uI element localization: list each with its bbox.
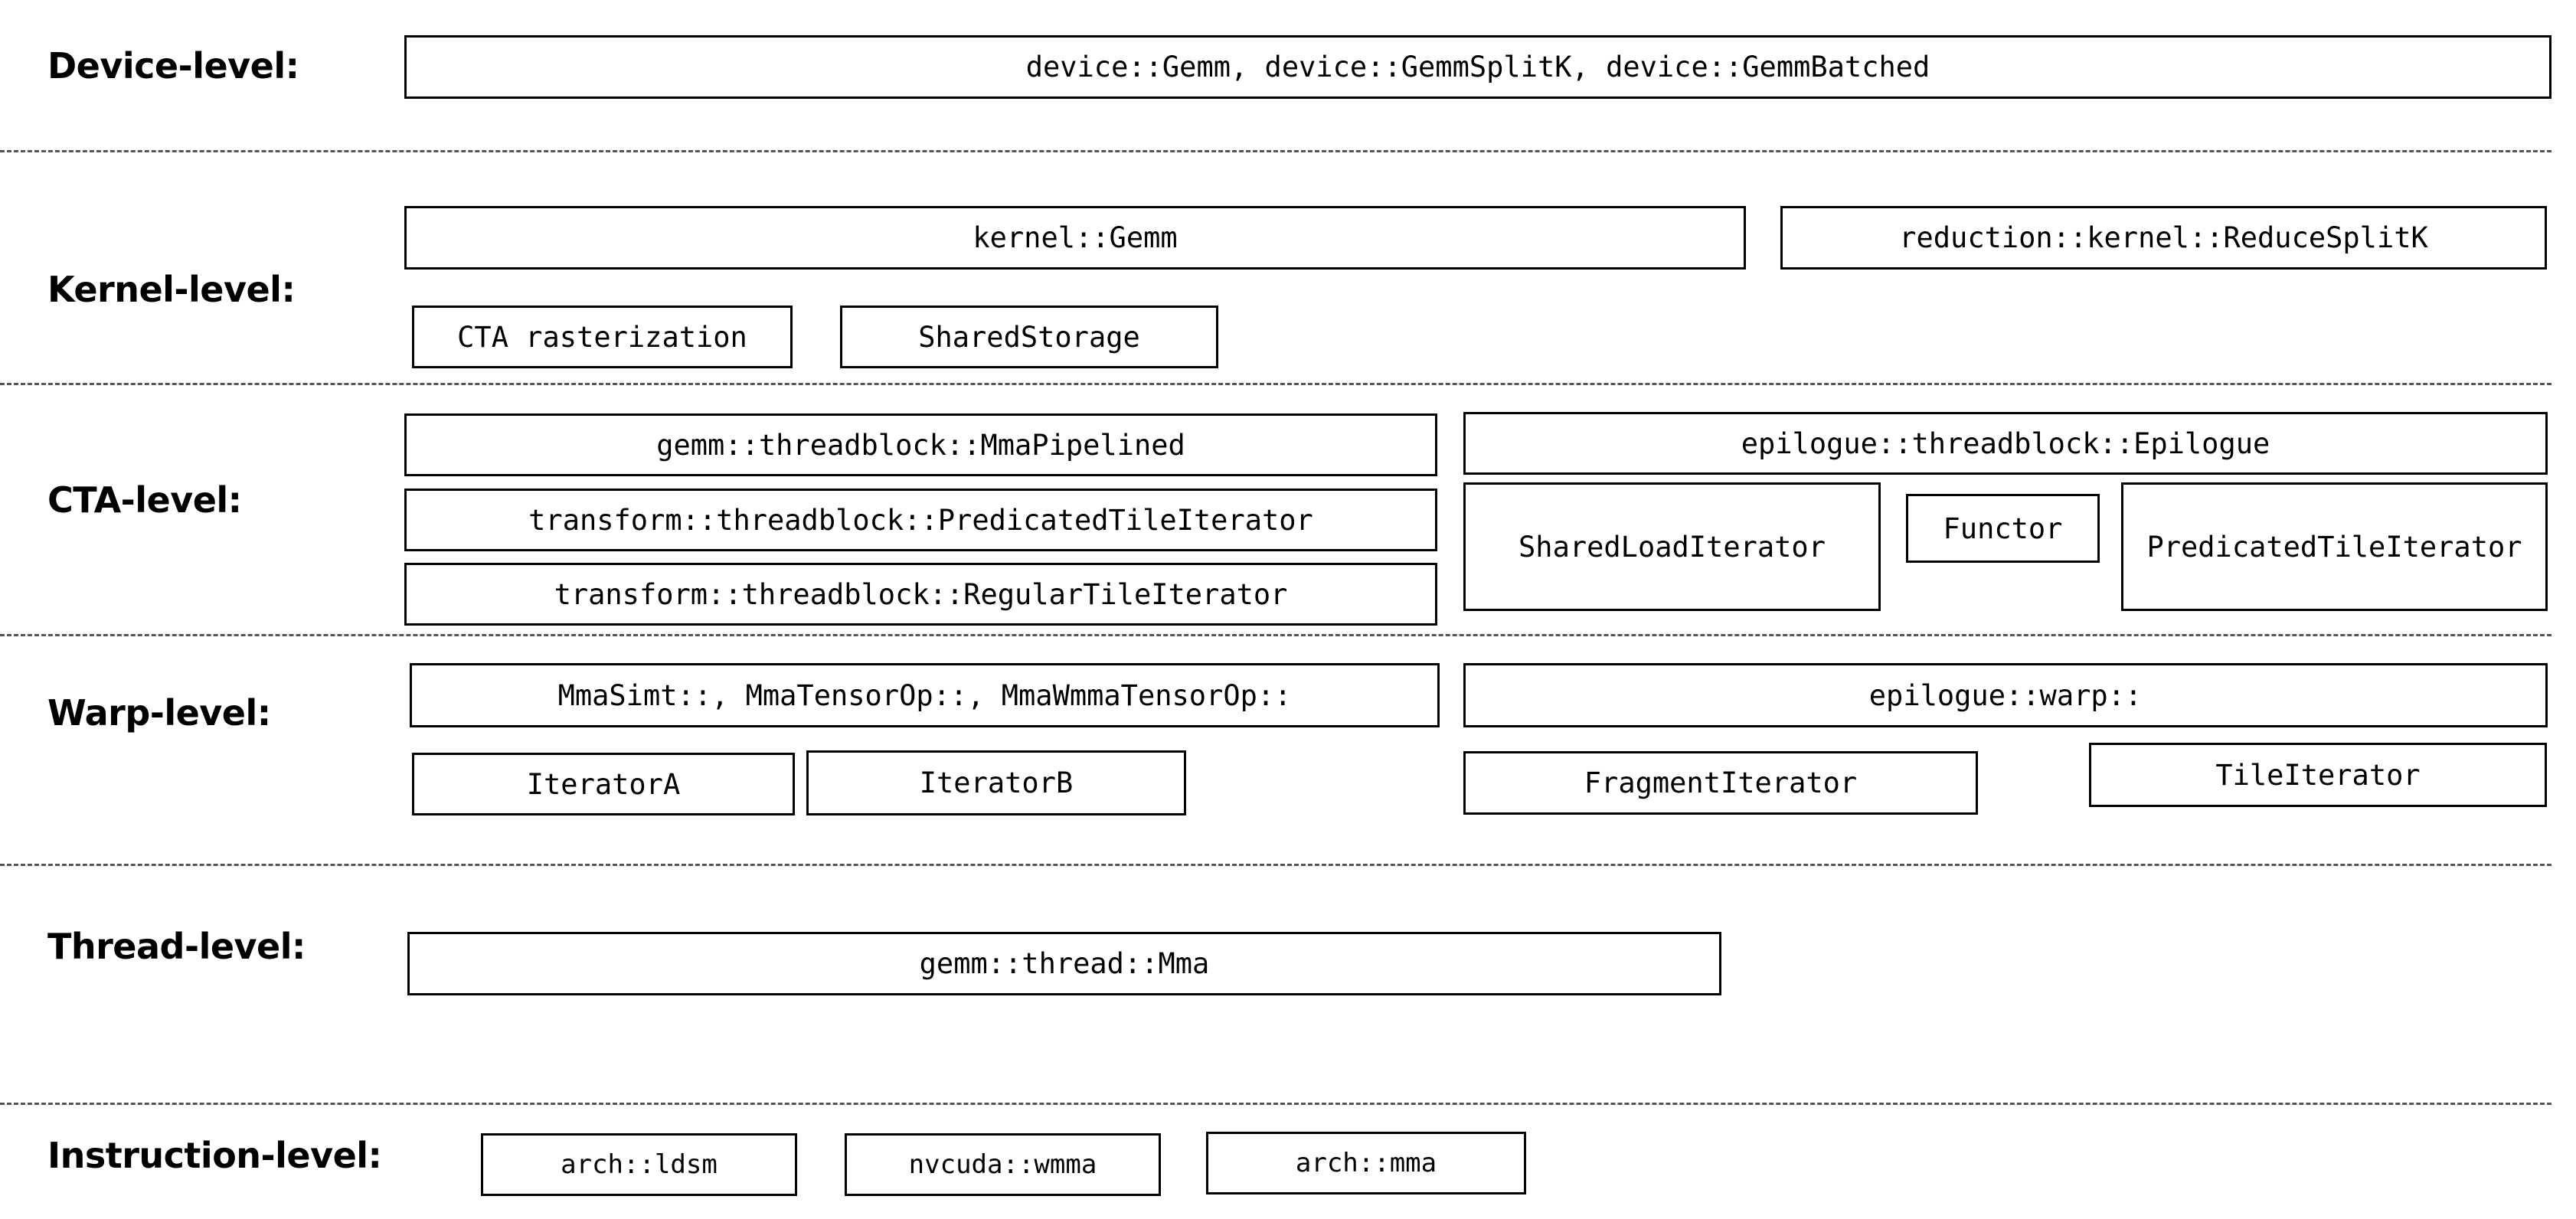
- box-shared-storage[interactable]: SharedStorage: [840, 306, 1218, 368]
- box-device-gemm[interactable]: device::Gemm, device::GemmSplitK, device…: [404, 35, 2551, 99]
- level-label-warp: Warp-level:: [47, 692, 271, 734]
- box-arch-ldsm[interactable]: arch::ldsm: [481, 1133, 797, 1196]
- box-shared-load-iterator[interactable]: SharedLoadIterator: [1463, 482, 1881, 611]
- box-iterator-b-label: IteratorB: [919, 766, 1074, 799]
- divider-kernel-cta: [0, 383, 2551, 385]
- box-predicated-tile-iterator-label: PredicatedTileIterator: [2146, 530, 2522, 564]
- divider-device-kernel: [0, 150, 2551, 152]
- box-arch-ldsm-label: arch::ldsm: [561, 1149, 718, 1180]
- box-functor[interactable]: Functor: [1906, 494, 2100, 563]
- box-epilogue-warp[interactable]: epilogue::warp::: [1463, 663, 2548, 727]
- box-gemm-thread-mma-label: gemm::thread::Mma: [919, 947, 1210, 980]
- box-fragment-iterator-label: FragmentIterator: [1584, 766, 1858, 799]
- box-fragment-iterator[interactable]: FragmentIterator: [1463, 751, 1978, 815]
- box-transform-threadblock-regulartileiterator[interactable]: transform::threadblock::RegularTileItera…: [404, 563, 1437, 626]
- box-iterator-b[interactable]: IteratorB: [806, 750, 1186, 815]
- level-label-thread: Thread-level:: [47, 926, 306, 967]
- box-arch-mma-label: arch::mma: [1295, 1148, 1437, 1178]
- box-reduction-kernel-reducesplitk[interactable]: reduction::kernel::ReduceSplitK: [1780, 206, 2547, 270]
- box-transform-threadblock-predicatedtileiterator-label: transform::threadblock::PredicatedTileIt…: [528, 503, 1313, 537]
- box-cta-rasterization-label: CTA rasterization: [457, 320, 747, 354]
- box-tile-iterator[interactable]: TileIterator: [2089, 743, 2547, 807]
- box-functor-label: Functor: [1943, 511, 2063, 545]
- box-reduction-kernel-reducesplitk-label: reduction::kernel::ReduceSplitK: [1899, 221, 2428, 254]
- box-shared-load-iterator-label: SharedLoadIterator: [1518, 530, 1826, 564]
- box-gemm-thread-mma[interactable]: gemm::thread::Mma: [407, 932, 1721, 995]
- box-kernel-gemm-label: kernel::Gemm: [973, 221, 1178, 254]
- level-label-device: Device-level:: [47, 45, 299, 87]
- box-epilogue-warp-label: epilogue::warp::: [1868, 678, 2143, 712]
- box-epilogue-threadblock-epilogue-label: epilogue::threadblock::Epilogue: [1741, 426, 2270, 460]
- box-transform-threadblock-regulartileiterator-label: transform::threadblock::RegularTileItera…: [554, 577, 1288, 611]
- box-tile-iterator-label: TileIterator: [2215, 758, 2421, 792]
- divider-cta-warp: [0, 634, 2551, 636]
- box-mma-warp-ops[interactable]: MmaSimt::, MmaTensorOp::, MmaWmmaTensorO…: [410, 663, 1440, 727]
- box-epilogue-threadblock-epilogue[interactable]: epilogue::threadblock::Epilogue: [1463, 412, 2548, 475]
- box-shared-storage-label: SharedStorage: [918, 320, 1140, 354]
- divider-thread-instruction: [0, 1103, 2551, 1105]
- box-nvcuda-wmma-label: nvcuda::wmma: [908, 1149, 1097, 1180]
- box-gemm-threadblock-mmapipelined-label: gemm::threadblock::MmaPipelined: [656, 428, 1185, 462]
- level-label-kernel: Kernel-level:: [47, 269, 296, 310]
- box-gemm-threadblock-mmapipelined[interactable]: gemm::threadblock::MmaPipelined: [404, 413, 1437, 476]
- divider-warp-thread: [0, 864, 2551, 866]
- box-mma-warp-ops-label: MmaSimt::, MmaTensorOp::, MmaWmmaTensorO…: [557, 678, 1292, 712]
- box-iterator-a-label: IteratorA: [526, 767, 681, 801]
- box-arch-mma[interactable]: arch::mma: [1206, 1132, 1526, 1194]
- box-kernel-gemm[interactable]: kernel::Gemm: [404, 206, 1746, 270]
- box-iterator-a[interactable]: IteratorA: [412, 753, 795, 815]
- level-label-instruction: Instruction-level:: [47, 1135, 382, 1176]
- box-cta-rasterization[interactable]: CTA rasterization: [412, 306, 793, 368]
- box-predicated-tile-iterator[interactable]: PredicatedTileIterator: [2121, 482, 2548, 611]
- box-device-gemm-label: device::Gemm, device::GemmSplitK, device…: [1025, 51, 1930, 83]
- level-label-cta: CTA-level:: [47, 479, 242, 521]
- box-nvcuda-wmma[interactable]: nvcuda::wmma: [845, 1133, 1161, 1196]
- box-transform-threadblock-predicatedtileiterator[interactable]: transform::threadblock::PredicatedTileIt…: [404, 489, 1437, 551]
